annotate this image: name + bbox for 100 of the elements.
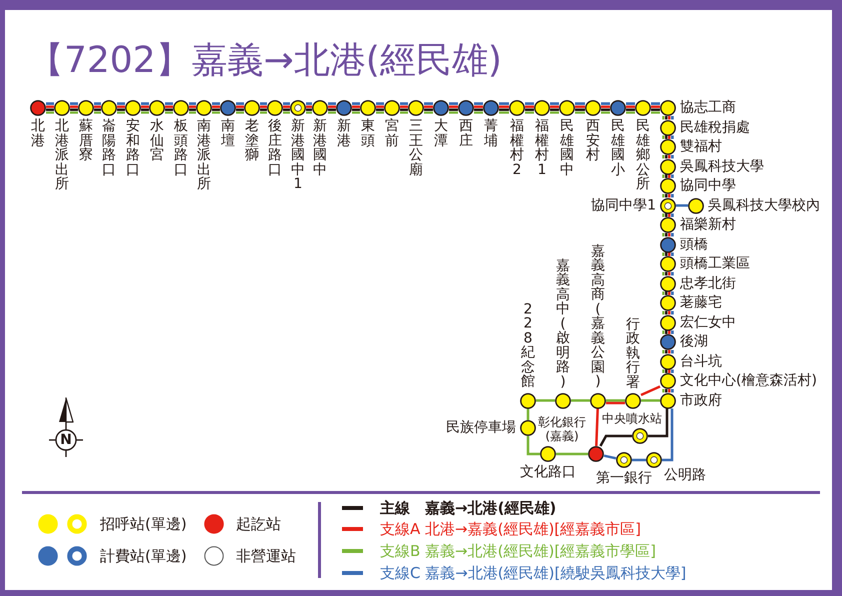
stop-name: 福權村1	[535, 119, 549, 178]
stop-name: 菁埔	[484, 119, 498, 148]
route-line	[306, 102, 312, 114]
route-line	[662, 155, 674, 158]
legend-label: 支線B 嘉義→北港(經民雄)[經嘉義市學區]	[380, 542, 656, 560]
stop-name: 蘇厝寮	[79, 119, 93, 163]
stop-name: 老塗獅	[245, 119, 259, 163]
stop-name: 第一銀行	[596, 470, 652, 487]
route-line	[676, 204, 688, 207]
stop-name: 東頭	[361, 119, 375, 148]
stop-name: 民雄稅捐處	[680, 119, 750, 136]
stop-name: 北港	[31, 119, 45, 148]
stop-name: 協同中學	[680, 178, 736, 194]
route-line	[662, 292, 674, 295]
stop-name: 大潭	[434, 119, 448, 148]
route-line	[632, 458, 646, 462]
route-line	[662, 408, 674, 462]
legend-label: 支線C 嘉義→北港(經民雄)[繞駛吳鳳科技大學]	[380, 564, 686, 582]
stop-name: 新港國中	[313, 119, 327, 178]
legend-label: 起訖站	[236, 515, 281, 533]
stop-name: 宮前	[385, 119, 399, 148]
route-line	[449, 102, 458, 114]
route-line	[648, 408, 668, 438]
stop-name: 忠孝北街	[680, 275, 736, 292]
stop-name: 民雄國小	[611, 119, 625, 178]
route-line	[212, 102, 220, 114]
legend-label: 招呼站(單邊)	[100, 515, 187, 533]
stop-name: 台斗坑	[680, 353, 722, 370]
stop-name: 228紀念館	[521, 302, 535, 390]
stop-name: 崙陽路口	[102, 119, 116, 178]
stop-name: 西安村	[586, 119, 600, 163]
stop-name: 彰化銀行(嘉義)	[537, 415, 587, 444]
route-line	[641, 399, 660, 402]
stop-name: 公明路	[664, 467, 706, 484]
stop-name: 行政執行署	[626, 316, 640, 390]
route-line	[571, 399, 590, 402]
stop-name: 後庄路口	[268, 119, 282, 178]
stop-name: 西庄	[459, 119, 473, 148]
route-line	[260, 102, 267, 114]
stop-name: 文化中心(檜意森活村)	[680, 372, 817, 390]
route-line	[536, 399, 555, 402]
route-line	[352, 102, 360, 114]
stop-name: 民雄國中	[560, 119, 574, 178]
stop-name: 板頭路口	[174, 119, 188, 178]
stop-name: 民雄鄉公所	[636, 119, 650, 192]
route-line	[640, 385, 660, 396]
stop-name: 後湖	[680, 334, 708, 350]
route-line	[626, 102, 635, 114]
route-line	[474, 102, 483, 114]
route-line	[662, 330, 674, 334]
route-line	[526, 436, 540, 456]
stop-name: 市政府	[680, 392, 722, 409]
route-line	[117, 102, 125, 114]
route-line	[424, 102, 433, 114]
route-line	[189, 102, 196, 114]
route-line	[662, 233, 674, 236]
route-line	[651, 102, 660, 114]
route-line	[606, 399, 625, 402]
stop-name: 福樂新村	[680, 216, 736, 234]
stop-name: 頭橋	[680, 236, 708, 253]
legend-label: 非營運站	[236, 547, 296, 565]
route-line	[70, 102, 78, 114]
route-line	[556, 452, 588, 456]
route-line	[575, 102, 585, 114]
route-line	[662, 272, 674, 276]
route-line	[525, 102, 534, 114]
route-line	[499, 102, 509, 114]
legend-label: 計費站(單邊)	[100, 547, 187, 565]
legend-label: 支線A 北港→嘉義(經民雄)[經嘉義市區]	[380, 520, 642, 538]
stop-name: 嘉義高商(嘉義公園)	[591, 244, 605, 390]
stop-name: 中央噴水站	[602, 412, 662, 426]
stop-name: 安和路口	[126, 119, 140, 178]
stop-name: 福權村2	[510, 119, 524, 178]
stop-name: 荖藤宅	[680, 294, 722, 312]
stop-name: 頭橋工業區	[680, 256, 750, 272]
route-line	[599, 434, 632, 447]
stop-name: 南港派出所	[197, 119, 211, 192]
stop-name: 宏仁女中	[680, 314, 736, 331]
route-line	[595, 408, 599, 446]
route-line	[662, 370, 674, 373]
route-line	[376, 102, 384, 114]
stop-name: 文化路口	[520, 464, 576, 481]
route-line	[601, 102, 610, 114]
stop-name: 協同中學1	[591, 197, 656, 214]
route-line	[662, 174, 674, 178]
route-line	[94, 102, 101, 114]
stop-name: 雙福村	[680, 138, 722, 156]
route-line	[606, 402, 625, 404]
stop-name: 北港派出所	[55, 119, 69, 192]
route-line	[604, 454, 616, 460]
stop-name: 吳鳳科技大學	[680, 158, 764, 175]
route-line	[662, 136, 674, 139]
stop-name: 新港國中1	[291, 119, 305, 192]
route-line	[662, 252, 674, 256]
north-label: N	[60, 433, 72, 447]
stop-name: 新港	[337, 119, 351, 148]
route-line	[400, 102, 408, 114]
stop-name: 三王公廟	[409, 119, 423, 178]
stop-name: 南壇	[221, 119, 235, 148]
route-line	[526, 408, 530, 420]
